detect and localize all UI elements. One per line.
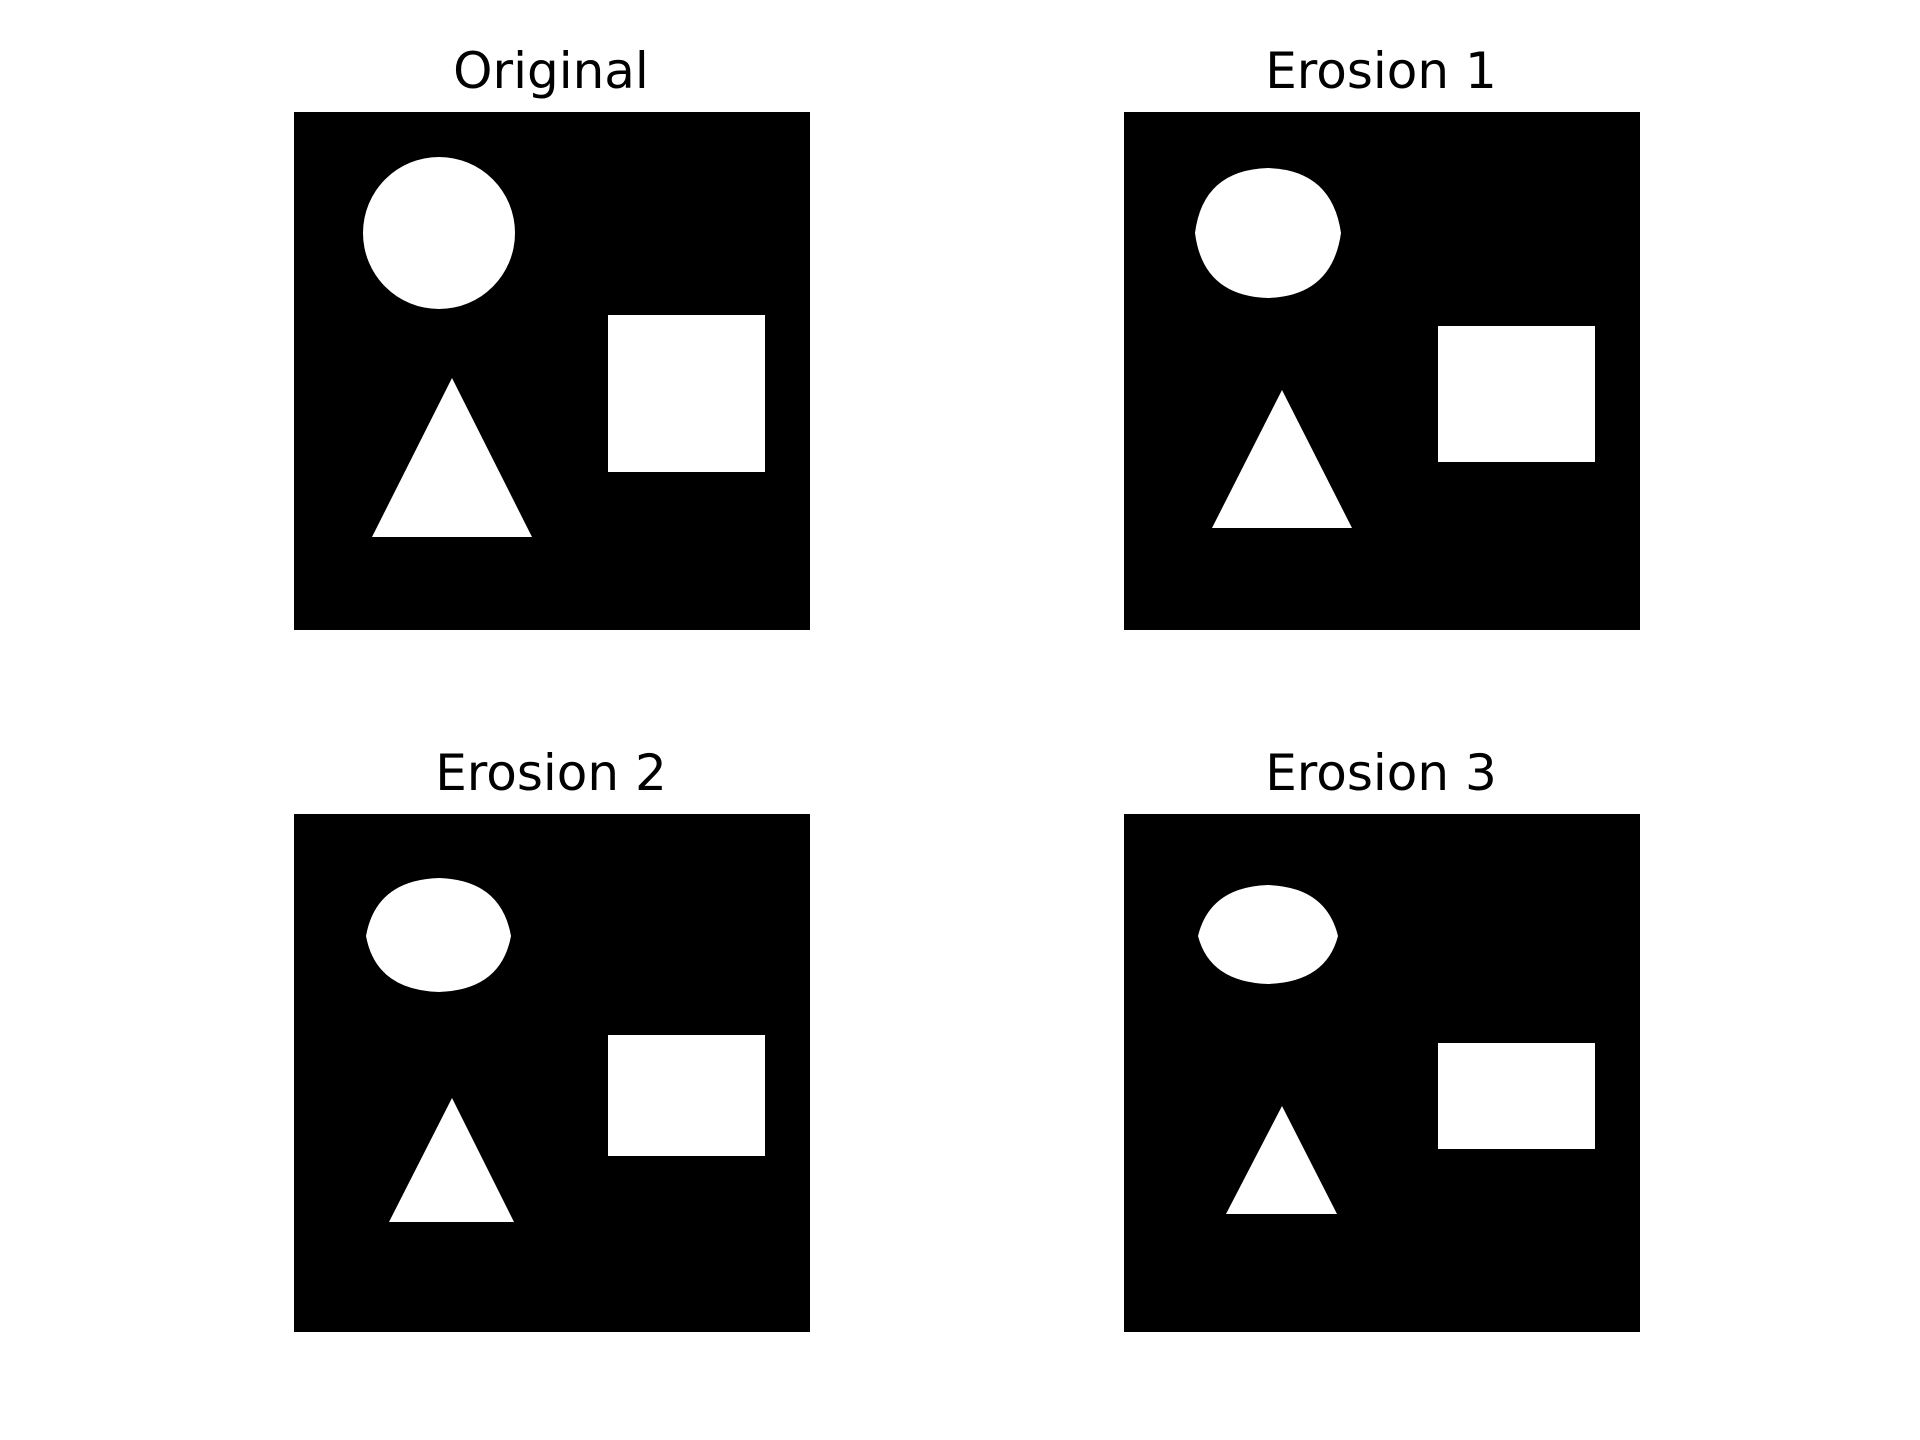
- square-shape: [608, 1035, 765, 1156]
- square-shape: [1438, 1043, 1595, 1149]
- square-shape: [1438, 326, 1595, 462]
- panel-title-original: Original: [453, 42, 649, 100]
- circle-shape: [363, 157, 515, 309]
- eroded-circle-shape: [1198, 885, 1338, 984]
- triangle-shape: [1226, 1106, 1337, 1214]
- panel-original: Original: [294, 42, 810, 630]
- triangle-shape: [1212, 390, 1352, 528]
- eroded-circle-shape: [1195, 168, 1341, 298]
- triangle-shape: [389, 1098, 514, 1222]
- panel-title-erosion-2: Erosion 2: [435, 744, 667, 802]
- panel-erosion-2: Erosion 2: [294, 744, 810, 1332]
- panel-erosion-3: Erosion 3: [1124, 744, 1640, 1332]
- triangle-shape: [372, 378, 532, 537]
- panel-erosion-1: Erosion 1: [1124, 42, 1640, 630]
- panel-title-erosion-3: Erosion 3: [1265, 744, 1497, 802]
- panel-title-erosion-1: Erosion 1: [1265, 42, 1497, 100]
- eroded-circle-shape: [366, 878, 511, 992]
- square-shape: [608, 315, 765, 472]
